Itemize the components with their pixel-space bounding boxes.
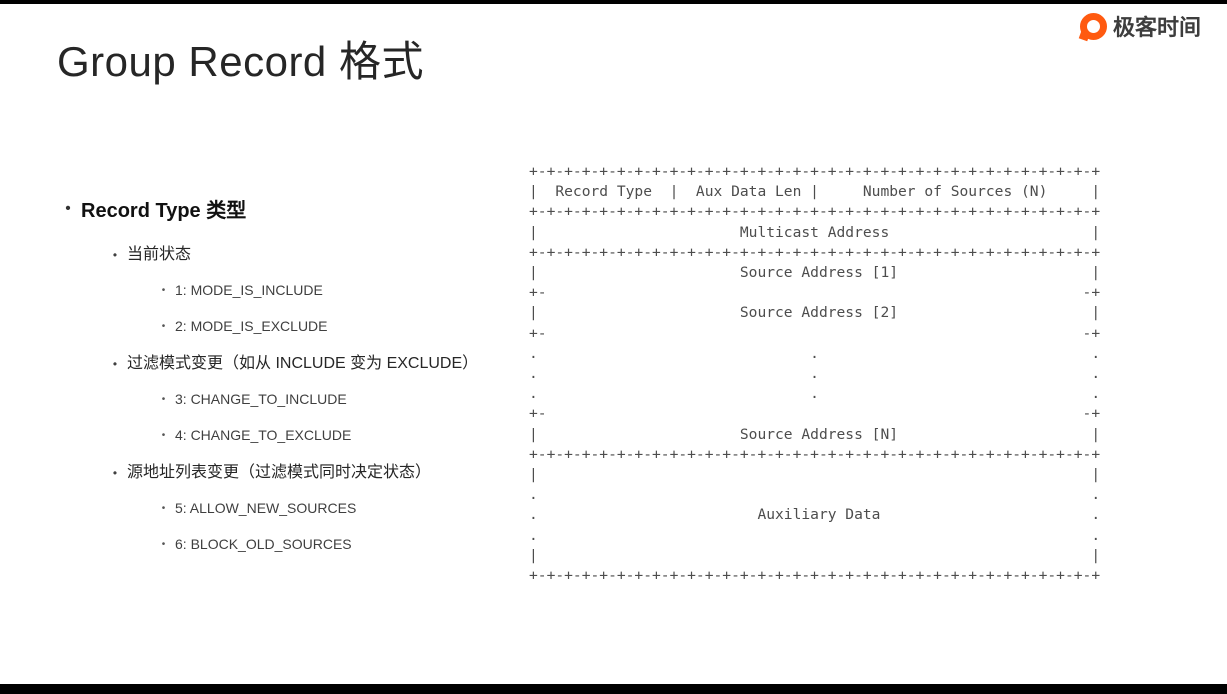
bottom-black-bar: [0, 684, 1227, 694]
list-group-source-list-change: • 源地址列表变更（过滤模式同时决定状态）: [103, 463, 535, 483]
list-item-block-old-sources: • 6: BLOCK_OLD_SOURCES: [152, 536, 535, 553]
bullet-icon: •: [161, 430, 166, 441]
bullet-icon: •: [161, 285, 166, 296]
list-group-current-state: • 当前状态: [103, 245, 535, 265]
item-label: 6: BLOCK_OLD_SOURCES: [175, 536, 352, 552]
bullet-icon: •: [161, 503, 166, 514]
bullet-icon: •: [112, 357, 118, 371]
bullet-icon: •: [161, 539, 166, 550]
item-label: 5: ALLOW_NEW_SOURCES: [175, 500, 357, 516]
record-type-list: • Record Type 类型 • 当前状态 • 1: MODE_IS_INC…: [55, 194, 535, 572]
brand-logo: 极客时间: [1079, 10, 1201, 42]
list-item-allow-new-sources: • 5: ALLOW_NEW_SOURCES: [152, 500, 535, 517]
list-item-mode-is-include: • 1: MODE_IS_INCLUDE: [152, 282, 535, 299]
packet-format-diagram: +-+-+-+-+-+-+-+-+-+-+-+-+-+-+-+-+-+-+-+-…: [529, 163, 1101, 585]
item-label: 3: CHANGE_TO_INCLUDE: [175, 391, 347, 407]
bullet-icon: •: [65, 200, 71, 217]
list-item-mode-is-exclude: • 2: MODE_IS_EXCLUDE: [152, 318, 535, 335]
bullet-icon: •: [161, 394, 166, 405]
group-label: 当前状态: [127, 246, 192, 263]
list-group-filter-mode-change: • 过滤模式变更（如从 INCLUDE 变为 EXCLUDE）: [103, 354, 535, 374]
geektime-logo-icon: [1079, 12, 1107, 40]
list-title-item: • Record Type 类型: [55, 194, 535, 223]
bullet-icon: •: [161, 321, 166, 332]
page-title: Group Record 格式: [57, 38, 424, 85]
top-black-bar: [0, 0, 1227, 4]
list-item-change-to-exclude: • 4: CHANGE_TO_EXCLUDE: [152, 427, 535, 444]
group-label: 源地址列表变更（过滤模式同时决定状态）: [127, 464, 432, 481]
group-label: 过滤模式变更（如从 INCLUDE 变为 EXCLUDE）: [127, 355, 479, 372]
list-item-change-to-include: • 3: CHANGE_TO_INCLUDE: [152, 391, 535, 408]
list-title: Record Type 类型: [81, 200, 247, 222]
item-label: 4: CHANGE_TO_EXCLUDE: [175, 427, 352, 443]
bullet-icon: •: [112, 248, 118, 262]
item-label: 1: MODE_IS_INCLUDE: [175, 282, 323, 298]
item-label: 2: MODE_IS_EXCLUDE: [175, 318, 328, 334]
brand-name: 极客时间: [1112, 15, 1201, 40]
bullet-icon: •: [112, 466, 118, 480]
